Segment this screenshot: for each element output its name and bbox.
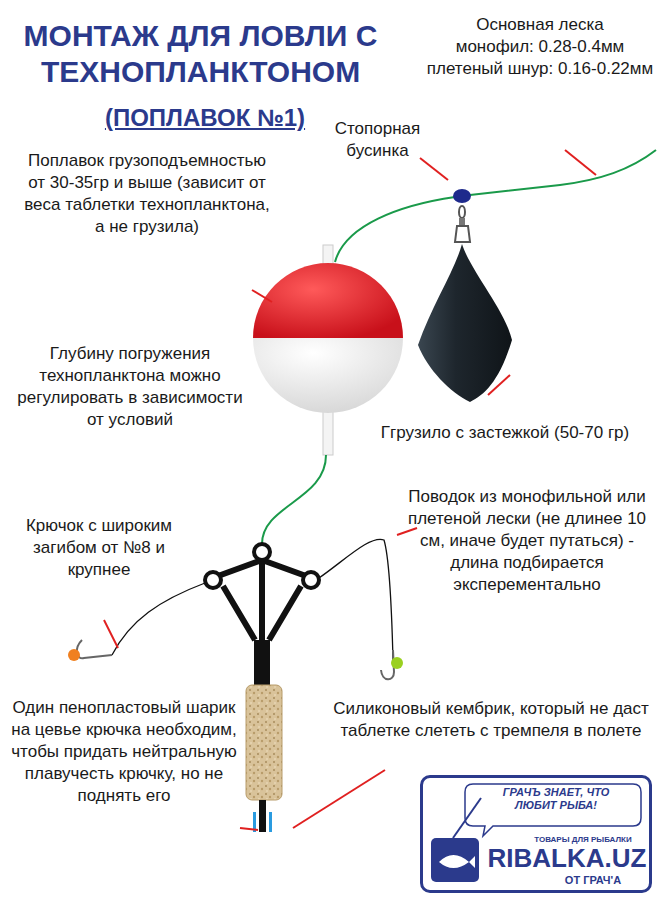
note: Глубину погружения технопланктона можно … [8, 343, 252, 431]
slogan: ТОВАРЫ ДЛЯ РЫБАЛКИ [523, 835, 643, 844]
brand-name: RIBALKA.UZ [487, 844, 647, 874]
note: Стопорная бусинка [330, 118, 425, 162]
slogan: ОТ ГРАЧ'А [543, 874, 643, 887]
note: Поводок из монофильной или плетеной леск… [398, 486, 656, 596]
title: МОНТАЖ ДЛЯ ЛОВЛИ С ТЕХНОПЛАНКТОНОМ [8, 18, 393, 90]
logo-box: ГРАЧЪ ЗНАЕТ, ЧТО ЛЮБИТ РЫБА! ТОВАРЫ ДЛЯ Р… [420, 775, 652, 893]
note: плетеный шнур: 0.16-0.22мм [425, 58, 655, 80]
note: монофил: 0.28-0.4мм [425, 36, 655, 58]
note: Основная леска [425, 14, 655, 36]
slogan: ГРАЧЪ ЗНАЕТ, ЧТО ЛЮБИТ РЫБА! [481, 786, 631, 811]
note: Крючок с широким загибом от №8 и крупнее [4, 515, 194, 581]
note: Ггрузило с застежкой (50-70 гр) [380, 422, 630, 444]
note: Поплавок грузоподъемностью от 30-35гр и … [22, 150, 272, 238]
note: Один пенопластовый шарик на цевье крючка… [4, 697, 244, 807]
subtitle: (ПОПЛАВОК №1) [20, 104, 390, 133]
note: Силиконовый кембрик, который не даст таб… [330, 698, 652, 742]
